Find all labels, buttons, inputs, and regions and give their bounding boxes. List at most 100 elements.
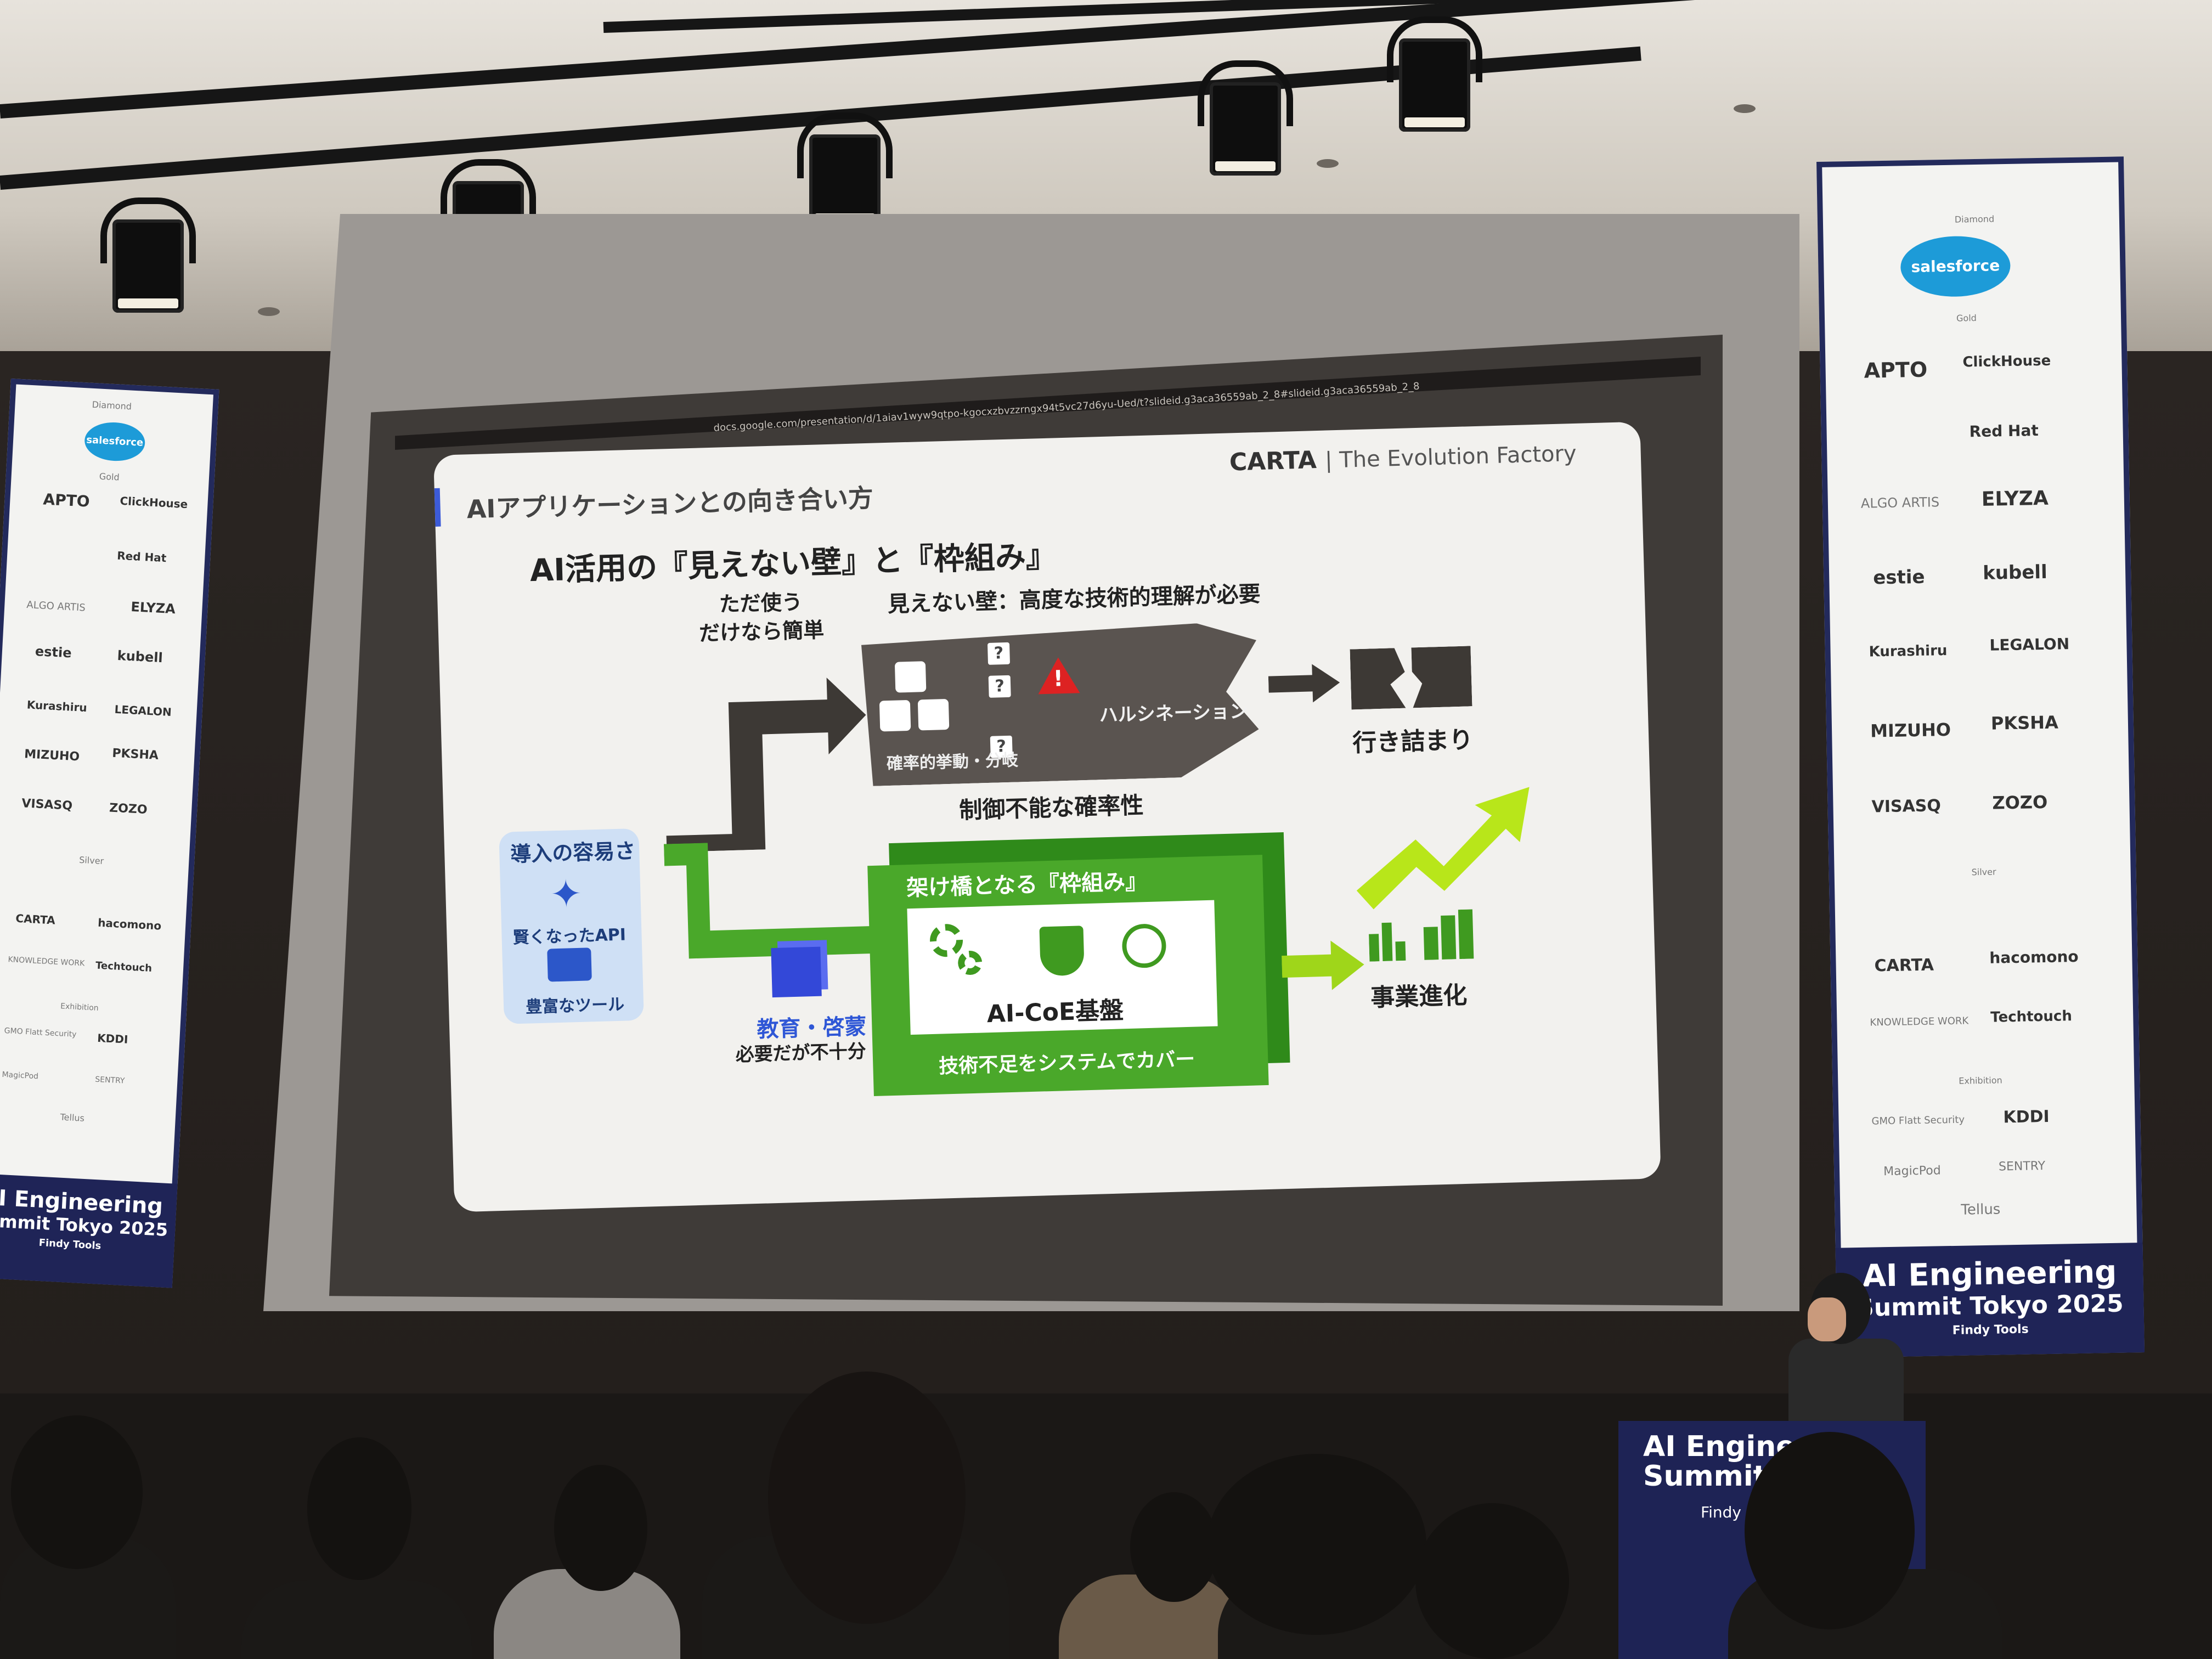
sponsor-algoartis: ALGO ARTIS [1860, 494, 1940, 511]
sponsor-kddi: KDDI [97, 1031, 129, 1046]
sponsor-elyza: ELYZA [1981, 487, 2049, 511]
sponsor-hacomono: hacomono [97, 916, 162, 933]
just-use-label: ただ使う だけなら簡単 [698, 587, 825, 647]
sponsor-clickhouse: ClickHouse [119, 494, 188, 511]
salesforce-logo: salesforce [1900, 235, 2011, 298]
sponsor-kurashiru: Kurashiru [1869, 642, 1948, 661]
shield-icon [1039, 926, 1085, 977]
sponsor-techtouch: Techtouch [1990, 1008, 2073, 1026]
sponsor-knowledgework: KNOWLEDGE WORK [8, 955, 85, 968]
sponsor-mizuho: MIZUHO [24, 747, 80, 764]
sponsor-gmo: GMO Flatt Security [4, 1026, 77, 1039]
logo-brand: CARTA [1229, 446, 1317, 477]
stage-light [797, 112, 893, 228]
sponsor-elyza: ELYZA [130, 599, 176, 617]
tier-diamond: Diamond [92, 399, 132, 412]
event-line2: Summit Tokyo 2025 [1856, 1289, 2124, 1323]
sponsor-gmo: GMO Flatt Security [1871, 1114, 1965, 1127]
audience-head [1745, 1432, 1915, 1629]
sponsor-legalon: LEGALON [1989, 635, 2070, 654]
education-sub-label: 必要だが不十分 [735, 1040, 867, 1066]
framework-title: 架け橋となる『枠組み』 [906, 868, 1148, 901]
sponsor-visasq: VISASQ [1871, 796, 1942, 817]
sponsor-kurashiru: Kurashiru [26, 698, 88, 715]
sponsor-carta: CARTA [1874, 955, 1934, 976]
bar-chart-icon [1369, 909, 1474, 962]
uncontrollable-label: 制御不能な確率性 [958, 792, 1144, 824]
coe-label: AI-CoE基盤 [986, 996, 1124, 1029]
stage-light [1198, 60, 1293, 176]
sponsor-knowledgework: KNOWLEDGE WORK [1870, 1015, 1969, 1029]
sponsor-magicpod: MagicPod [1883, 1164, 1941, 1179]
arrow-to-dead-end [1268, 664, 1340, 703]
organizer-logo: Findy Tools [1952, 1322, 2029, 1338]
sponsor-tellus: Tellus [60, 1111, 85, 1124]
stage-light [100, 198, 196, 313]
sponsor-zozo: ZOZO [1992, 791, 2048, 814]
dead-end-label: 行き詰まり [1352, 726, 1474, 758]
sponsor-kddi: KDDI [2003, 1107, 2050, 1127]
sponsor-zozo: ZOZO [109, 801, 148, 817]
smart-api-label: 賢くなったAPI [512, 925, 627, 948]
carta-logo: CARTA | The Evolution Factory [1229, 441, 1577, 477]
dark-path-arrow [666, 678, 866, 853]
event-banner-footer: AI Engineering Summit Tokyo 2025 Findy T… [0, 1173, 178, 1288]
tier-silver: Silver [1971, 866, 1996, 878]
stage-light [1387, 16, 1482, 132]
arrow-to-evolution [1282, 940, 1364, 990]
growth-arrow-icon [1356, 787, 1530, 910]
audience-head [1207, 1454, 1426, 1635]
sponsor-banner-right: Diamond salesforce Gold APTO ClickHouse … [1816, 156, 2145, 1358]
podium-line1: AI Engine [1643, 1430, 1796, 1463]
downlight [1317, 159, 1339, 168]
just-use-line2: だけなら簡単 [698, 618, 825, 646]
audience-head [554, 1465, 647, 1591]
warning-mark: ! [1053, 666, 1064, 692]
presentation-slide: AIアプリケーションとの向き合い方 CARTA | The Evolution … [433, 421, 1661, 1212]
sponsor-techtouch: Techtouch [95, 960, 153, 974]
toolbox-icon [547, 947, 592, 982]
green-path-arrow [663, 843, 876, 959]
ease-title: 導入の容易さ [510, 839, 636, 867]
section-title: AIアプリケーションとの向き合い方 [466, 483, 874, 524]
sponsor-clickhouse: ClickHouse [1962, 352, 2051, 371]
sponsor-magicpod: MagicPod [2, 1070, 39, 1081]
sponsor-estie: estie [35, 644, 72, 661]
dice-icon [879, 699, 911, 732]
logo-tagline: The Evolution Factory [1339, 441, 1577, 473]
title-accent-bar [434, 488, 441, 527]
tier-gold: Gold [1956, 313, 1977, 324]
sponsor-pksha: PKSHA [1990, 712, 2059, 734]
hallucination-label: ハルシネーション [1099, 700, 1249, 727]
audience-head [1130, 1492, 1218, 1602]
sponsor-apto: APTO [42, 490, 91, 511]
probabilistic-label: 確率的挙動・分岐 [886, 751, 1019, 774]
dice-icon [894, 661, 927, 693]
sponsor-tellus: Tellus [1961, 1201, 2001, 1218]
business-evolution-label: 事業進化 [1370, 981, 1468, 1012]
sponsor-estie: estie [1872, 566, 1925, 589]
broken-wall-icon [1404, 646, 1472, 708]
downlight [1734, 104, 1756, 113]
sponsor-kubell: kubell [1982, 561, 2048, 584]
audience-head [768, 1372, 966, 1624]
tier-gold: Gold [99, 471, 120, 483]
audience-head [1415, 1503, 1569, 1659]
downlight [258, 307, 280, 316]
event-line1: AI Engineering [1862, 1254, 2117, 1294]
sponsor-hacomono: hacomono [1989, 947, 2079, 967]
slide-headline: AI活用の『見えない壁』と『枠組み』 [529, 538, 1057, 589]
tier-exhibition: Exhibition [60, 1002, 99, 1013]
sponsor-pksha: PKSHA [111, 746, 159, 763]
sponsor-apto: APTO [1864, 357, 1928, 383]
sponsor-sentry: SENTRY [94, 1075, 125, 1086]
sponsor-redhat: Red Hat [1969, 421, 2039, 441]
tier-silver: Silver [78, 854, 104, 867]
question-icon: ? [987, 642, 1011, 665]
speaker-face [1808, 1297, 1846, 1341]
sponsor-sentry: SENTRY [1998, 1159, 2046, 1174]
sponsor-carta: CARTA [15, 911, 56, 927]
education-cube-icon [771, 946, 822, 998]
invisible-wall-label: 見えない壁：高度な技術的理解が必要 [887, 582, 1261, 617]
sponsor-redhat: Red Hat [116, 549, 167, 565]
